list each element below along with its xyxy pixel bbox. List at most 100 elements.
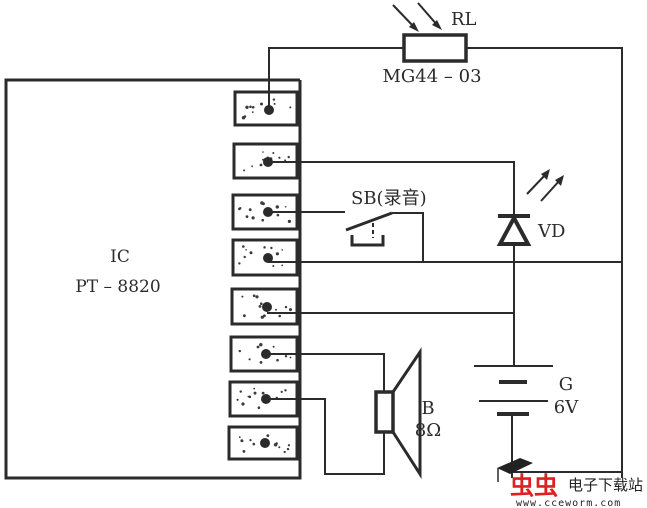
pin-texture-speck: [278, 156, 281, 159]
pin-texture-speck: [278, 446, 281, 449]
led-label: VD: [537, 221, 565, 242]
wire-rl-to-rail: [466, 47, 623, 478]
pin-texture-speck: [272, 265, 275, 267]
pin-texture-speck: [263, 246, 266, 249]
pin-texture-speck: [276, 213, 280, 217]
pin-texture-speck: [275, 442, 278, 445]
pin-texture-speck: [273, 102, 276, 105]
watermark-brand: 虫虫: [510, 472, 558, 500]
pin-texture-speck: [257, 406, 261, 410]
pin-node-4: [263, 253, 273, 263]
pin-texture-speck: [289, 308, 292, 312]
pin-texture-speck: [275, 205, 279, 209]
pin-texture-speck: [258, 305, 262, 308]
pin-texture-speck: [256, 345, 260, 349]
pin-texture-speck: [252, 442, 256, 446]
led-emission-arrows-icon: [526, 169, 564, 202]
pin-texture-speck: [260, 102, 263, 106]
pin-texture-speck: [243, 314, 246, 318]
pin-texture-speck: [236, 398, 239, 401]
pin-texture-speck: [259, 361, 263, 364]
battery-label: G: [559, 374, 573, 395]
watermark-site-name: 电子下载站: [568, 476, 643, 494]
pin-texture-speck: [266, 434, 270, 437]
watermark-url: www.cceworm.com: [516, 498, 621, 508]
pin-texture-speck: [284, 206, 287, 208]
pin-texture-speck: [287, 155, 290, 159]
wire-pin2-to-led: [268, 161, 515, 216]
pin-texture-speck: [245, 105, 249, 110]
pin-texture-speck: [276, 358, 279, 362]
pin-texture-speck: [243, 255, 246, 259]
pin-texture-speck: [245, 249, 247, 251]
pin-texture-speck: [251, 165, 254, 168]
pin-texture-speck: [272, 152, 275, 154]
pin-texture-speck: [259, 343, 263, 347]
wire-pin6-to-speaker: [266, 353, 385, 392]
pin-texture-speck: [289, 106, 292, 109]
pin-texture-speck: [286, 447, 290, 451]
pin-texture-speck: [253, 387, 256, 390]
pin-texture-speck: [260, 315, 264, 319]
speaker-symbol: [374, 347, 422, 480]
pin-texture-speck: [255, 295, 259, 299]
pin-texture-speck: [238, 207, 241, 211]
battery-value: 6V: [554, 397, 579, 418]
pin-texture-speck: [260, 302, 263, 306]
pin-texture-speck: [249, 439, 252, 442]
pin-texture-speck: [247, 395, 250, 398]
led-symbol: [496, 213, 532, 263]
ic-label: IC: [110, 247, 130, 267]
pin-texture-speck: [241, 295, 244, 298]
pin-texture-speck: [245, 215, 249, 219]
pin-texture-speck: [243, 169, 246, 172]
photoresistor-part: MG44 – 03: [382, 66, 481, 87]
pin-texture-speck: [284, 305, 288, 309]
pin-texture-speck: [242, 450, 246, 453]
pin-texture-speck: [249, 105, 252, 109]
pin-texture-speck: [238, 349, 241, 353]
pin-texture-speck: [242, 245, 245, 248]
pin-texture-speck: [287, 444, 290, 447]
pin-texture-speck: [270, 246, 273, 250]
pin-texture-speck: [251, 216, 255, 220]
light-arrows-icon: [392, 2, 442, 32]
pin-texture-speck: [251, 111, 254, 113]
pin-texture-speck: [284, 355, 288, 358]
pin-texture-speck: [238, 262, 241, 265]
speaker-impedance: 8Ω: [415, 420, 441, 441]
pin-texture-speck: [238, 436, 241, 439]
pin-texture-speck: [281, 264, 284, 267]
pin-texture-speck: [241, 402, 245, 406]
wire-pin1-to-rl: [268, 47, 404, 110]
pin-texture-speck: [284, 159, 287, 162]
pin-texture-speck: [283, 450, 286, 454]
pin-texture-speck: [251, 106, 255, 109]
pin-texture-speck: [272, 98, 276, 101]
pin-texture-speck: [284, 389, 287, 392]
graduation-cap-icon: [497, 458, 533, 482]
switch-symbol: [345, 211, 424, 262]
pin-texture-speck: [253, 391, 257, 395]
speaker-label: B: [421, 398, 434, 419]
pin-texture-speck: [287, 219, 291, 223]
pin-texture-speck: [275, 308, 277, 311]
pin-texture-speck: [280, 390, 283, 393]
pin-texture-speck: [272, 345, 275, 348]
ic-pins: [227, 90, 299, 461]
pin-texture-speck: [248, 395, 252, 399]
pin-texture-speck: [275, 252, 279, 256]
photoresistor-label: RL: [451, 9, 477, 30]
pin-texture-speck: [261, 218, 265, 222]
ic-body: [4, 78, 302, 480]
pin-texture-speck: [240, 439, 244, 443]
pin-texture-speck: [278, 314, 282, 318]
pin-node-8: [260, 438, 270, 448]
pin-texture-speck: [248, 358, 251, 361]
pin-texture-speck: [239, 390, 242, 393]
pin-texture-speck: [262, 151, 264, 153]
pin-node-5: [262, 302, 272, 312]
pin-texture-speck: [261, 391, 265, 395]
wire-pin7-to-speaker: [266, 398, 385, 475]
